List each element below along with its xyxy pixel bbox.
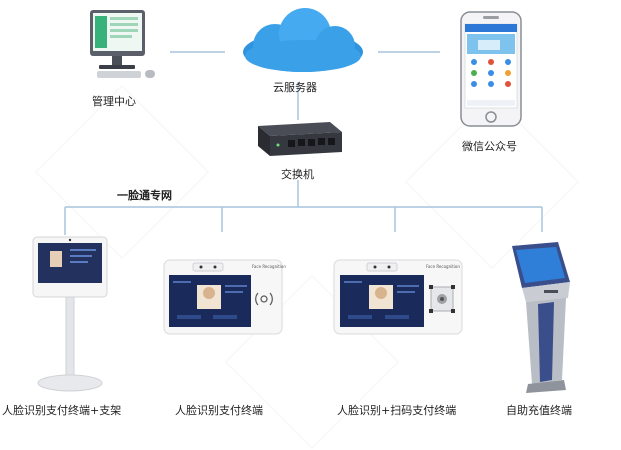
connector-lines	[64, 51, 543, 235]
network-switch-icon	[258, 122, 342, 156]
face-payment-terminal	[163, 259, 283, 335]
terminal-with-stand-label: 人脸识别支付终端+支架	[2, 404, 122, 417]
cloud-server-label: 云服务器	[273, 81, 317, 94]
wechat-account-label: 微信公众号	[462, 140, 517, 153]
cloud-server-node	[225, 8, 380, 78]
wechat-account-node	[458, 10, 528, 130]
scanner-icon	[429, 285, 455, 313]
management-center-label: 管理中心	[92, 95, 136, 108]
cloud-icon	[243, 8, 363, 72]
terminal-with-stand	[30, 235, 110, 395]
network-label: 一脸通专网	[117, 189, 172, 202]
network-switch-node	[250, 118, 345, 164]
terminal-stand-device	[32, 236, 108, 392]
terminal-tag: Face Recognition	[252, 264, 286, 269]
self-recharge-kiosk-label: 自助充值终端	[506, 404, 572, 417]
phone-icon	[460, 11, 522, 127]
terminal-tag: Face Recognition	[426, 264, 460, 269]
face-terminal-device	[163, 259, 283, 335]
nfc-icon	[255, 292, 273, 306]
management-center-node	[85, 8, 165, 88]
network-switch-label: 交换机	[281, 168, 314, 181]
face-qr-terminal-device	[333, 259, 463, 335]
self-recharge-kiosk	[500, 240, 580, 395]
face-qr-payment-terminal	[333, 259, 463, 335]
monitor-icon	[90, 10, 155, 78]
face-payment-terminal-label: 人脸识别支付终端	[175, 404, 263, 417]
kiosk-device	[512, 242, 570, 393]
face-qr-payment-terminal-label: 人脸识别+扫码支付终端	[337, 404, 457, 417]
